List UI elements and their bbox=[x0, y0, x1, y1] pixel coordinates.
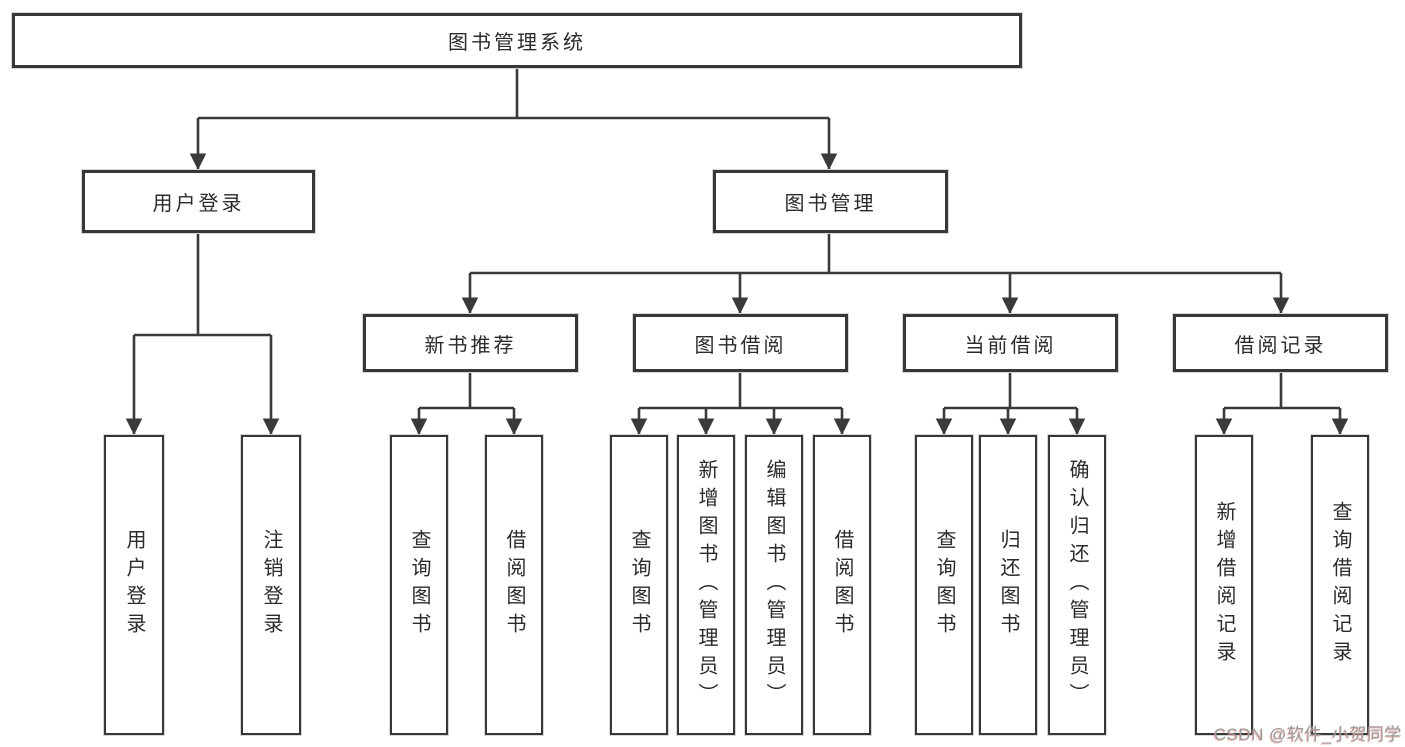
node-leaf-label: 查询借阅记录 bbox=[1329, 501, 1351, 669]
node-leaf-label: 确认归还（管理员） bbox=[1066, 459, 1088, 711]
node-leaf-edit-book-admin: 编辑图书（管理员） bbox=[745, 435, 803, 735]
node-leaf-query-borrow-record: 查询借阅记录 bbox=[1311, 435, 1369, 735]
node-leaf-borrow-book: 借阅图书 bbox=[813, 435, 871, 735]
node-root-library-system: 图书管理系统 bbox=[12, 13, 1022, 68]
node-new-book-recommend: 新书推荐 bbox=[363, 314, 578, 372]
node-leaf-label: 归还图书 bbox=[997, 529, 1019, 641]
node-leaf-label: 用户登录 bbox=[123, 529, 145, 641]
node-leaf-label: 查询图书 bbox=[628, 529, 650, 641]
node-current-borrow: 当前借阅 bbox=[903, 314, 1118, 372]
node-leaf-confirm-return-admin: 确认归还（管理员） bbox=[1048, 435, 1106, 735]
csdn-watermark: CSDN @软件_小贺同学 bbox=[1213, 725, 1402, 744]
node-user-login: 用户登录 bbox=[82, 170, 315, 233]
node-leaf-add-borrow-record: 新增借阅记录 bbox=[1195, 435, 1253, 735]
node-book-management: 图书管理 bbox=[713, 170, 948, 233]
node-leaf-user-login: 用户登录 bbox=[104, 435, 164, 735]
node-leaf-borrow-book-recommend: 借阅图书 bbox=[485, 435, 543, 735]
node-leaf-label: 编辑图书（管理员） bbox=[763, 459, 785, 711]
node-leaf-label: 借阅图书 bbox=[503, 529, 525, 641]
node-leaf-add-book-admin: 新增图书（管理员） bbox=[677, 435, 735, 735]
node-leaf-label: 新增借阅记录 bbox=[1213, 501, 1235, 669]
node-leaf-label: 注销登录 bbox=[260, 529, 282, 641]
node-leaf-query-current: 查询图书 bbox=[915, 435, 973, 735]
node-leaf-label: 借阅图书 bbox=[831, 529, 853, 641]
node-leaf-logout: 注销登录 bbox=[241, 435, 301, 735]
node-leaf-query-book-recommend: 查询图书 bbox=[390, 435, 448, 735]
node-leaf-label: 新增图书（管理员） bbox=[695, 459, 717, 711]
node-borrow-record: 借阅记录 bbox=[1173, 314, 1388, 372]
node-leaf-query-book: 查询图书 bbox=[610, 435, 668, 735]
node-leaf-label: 查询图书 bbox=[933, 529, 955, 641]
node-leaf-label: 查询图书 bbox=[408, 529, 430, 641]
node-leaf-return-book: 归还图书 bbox=[979, 435, 1037, 735]
node-book-borrow: 图书借阅 bbox=[633, 314, 848, 372]
